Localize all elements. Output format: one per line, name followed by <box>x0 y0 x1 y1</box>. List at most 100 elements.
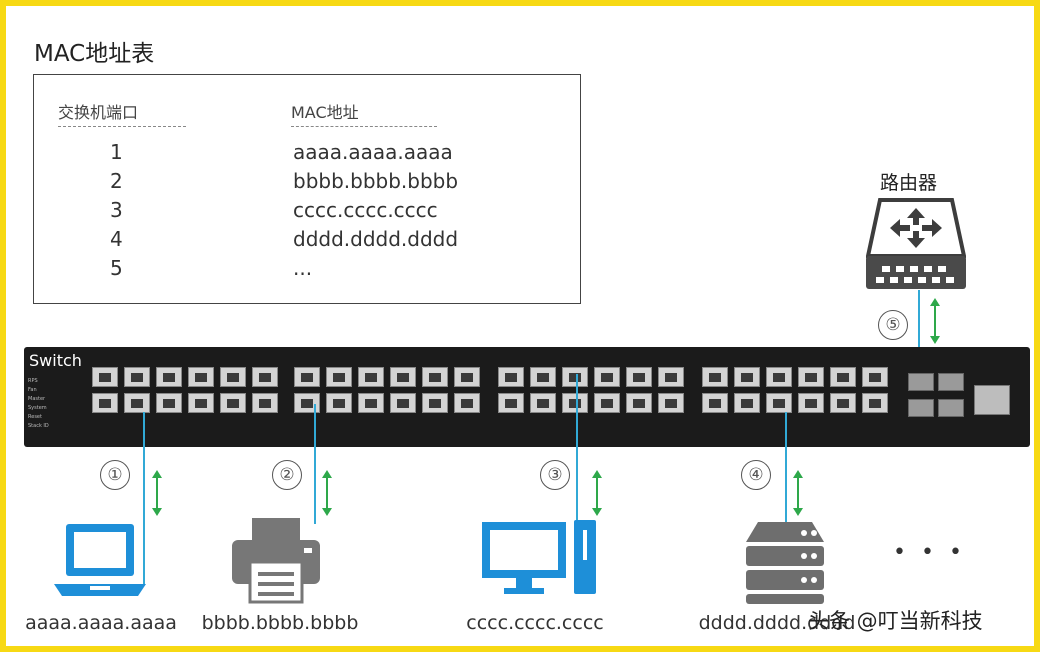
router-label: 路由器 <box>880 172 938 194</box>
ethernet-port[interactable] <box>252 367 278 387</box>
port-group-4 <box>702 367 900 423</box>
ethernet-port[interactable] <box>390 393 416 413</box>
led-label: RPS <box>28 378 38 384</box>
ethernet-port[interactable] <box>734 367 760 387</box>
ethernet-port[interactable] <box>766 367 792 387</box>
mac-table-title: MAC地址表 <box>34 41 155 67</box>
laptop-icon <box>54 524 146 596</box>
device-mac-label: bbbb.bbbb.bbbb <box>201 612 359 634</box>
server-icon <box>746 522 824 604</box>
ethernet-port[interactable] <box>454 367 480 387</box>
ethernet-port[interactable] <box>798 367 824 387</box>
ethernet-port[interactable] <box>358 393 384 413</box>
ethernet-port[interactable] <box>562 367 588 387</box>
ethernet-port[interactable] <box>862 367 888 387</box>
device-mac-label: aaaa.aaaa.aaaa <box>25 612 177 634</box>
led-label: Fan <box>28 387 37 393</box>
sfp-port[interactable] <box>938 373 964 391</box>
printer-icon <box>232 518 320 604</box>
cable-port-3 <box>576 374 578 522</box>
table-cell-mac: dddd.dddd.dddd <box>293 227 459 251</box>
ethernet-port[interactable] <box>124 367 150 387</box>
ethernet-port[interactable] <box>220 393 246 413</box>
ethernet-port[interactable] <box>188 393 214 413</box>
table-cell-port: 2 <box>110 169 123 193</box>
sfp-port[interactable] <box>938 399 964 417</box>
device-mac-label: cccc.cccc.cccc <box>466 612 604 634</box>
table-cell-mac: cccc.cccc.cccc <box>293 198 438 222</box>
ethernet-port[interactable] <box>422 367 448 387</box>
port-group-1 <box>92 367 290 423</box>
ethernet-port[interactable] <box>326 367 352 387</box>
more-devices-ellipsis: • • • <box>893 540 966 565</box>
ethernet-port[interactable] <box>594 393 620 413</box>
ethernet-port[interactable] <box>562 393 588 413</box>
ethernet-port[interactable] <box>498 367 524 387</box>
sfp-port[interactable] <box>908 373 934 391</box>
device-mac-label: dddd.dddd.dddd <box>698 612 856 634</box>
link-marker-4: ④ <box>741 460 771 490</box>
link-marker-5: ⑤ <box>878 310 908 340</box>
ethernet-port[interactable] <box>220 367 246 387</box>
ethernet-port[interactable] <box>530 393 556 413</box>
ethernet-port[interactable] <box>626 393 652 413</box>
table-header-port: 交换机端口 <box>58 99 186 127</box>
ethernet-port[interactable] <box>658 393 684 413</box>
bidirectional-arrow-icon <box>592 470 602 516</box>
ethernet-port[interactable] <box>358 367 384 387</box>
ethernet-port[interactable] <box>294 367 320 387</box>
led-label: Reset <box>28 414 42 420</box>
sfp-port[interactable] <box>908 399 934 417</box>
port-group-3 <box>498 367 696 423</box>
cable-port-2 <box>314 404 316 524</box>
router-icon <box>866 198 966 289</box>
bidirectional-arrow-icon <box>322 470 332 516</box>
ethernet-port[interactable] <box>530 367 556 387</box>
ethernet-port[interactable] <box>798 393 824 413</box>
bidirectional-arrow-icon <box>152 470 162 516</box>
switch-chassis: Switch RPS Fan Master System Reset Stack… <box>24 347 1030 447</box>
ethernet-port[interactable] <box>862 393 888 413</box>
table-cell-port: 5 <box>110 256 123 280</box>
table-cell-mac: aaaa.aaaa.aaaa <box>293 140 453 164</box>
ethernet-port[interactable] <box>124 393 150 413</box>
ethernet-port[interactable] <box>252 393 278 413</box>
link-marker-1: ① <box>100 460 130 490</box>
ethernet-port[interactable] <box>830 367 856 387</box>
ethernet-port[interactable] <box>594 367 620 387</box>
router-uplink-cable <box>918 290 920 370</box>
ethernet-port[interactable] <box>294 393 320 413</box>
switch-status-leds: RPS Fan Master System Reset Stack ID <box>28 377 49 431</box>
led-label: Master <box>28 396 46 402</box>
table-cell-port: 4 <box>110 227 123 251</box>
ethernet-port[interactable] <box>156 367 182 387</box>
ethernet-port[interactable] <box>390 367 416 387</box>
cable-port-1 <box>143 412 145 584</box>
ethernet-port[interactable] <box>454 393 480 413</box>
ethernet-port[interactable] <box>422 393 448 413</box>
watermark: 头条 @叮当新科技 <box>808 609 983 633</box>
ethernet-port[interactable] <box>92 393 118 413</box>
ethernet-port[interactable] <box>626 367 652 387</box>
ethernet-port[interactable] <box>188 367 214 387</box>
table-cell-mac: bbbb.bbbb.bbbb <box>293 169 459 193</box>
ethernet-port[interactable] <box>658 367 684 387</box>
bidirectional-arrow-icon <box>793 470 803 516</box>
console-port[interactable] <box>974 385 1010 415</box>
table-cell-port: 1 <box>110 140 123 164</box>
ethernet-port[interactable] <box>766 393 792 413</box>
table-cell-port: 3 <box>110 198 123 222</box>
ethernet-port[interactable] <box>498 393 524 413</box>
led-label: System <box>28 405 47 411</box>
link-marker-3: ③ <box>540 460 570 490</box>
ethernet-port[interactable] <box>702 367 728 387</box>
ethernet-port[interactable] <box>92 367 118 387</box>
port-group-2 <box>294 367 492 423</box>
cable-port-4 <box>785 412 787 532</box>
ethernet-port[interactable] <box>156 393 182 413</box>
ethernet-port[interactable] <box>830 393 856 413</box>
ethernet-port[interactable] <box>326 393 352 413</box>
ethernet-port[interactable] <box>734 393 760 413</box>
led-label: Stack ID <box>28 423 49 429</box>
ethernet-port[interactable] <box>702 393 728 413</box>
